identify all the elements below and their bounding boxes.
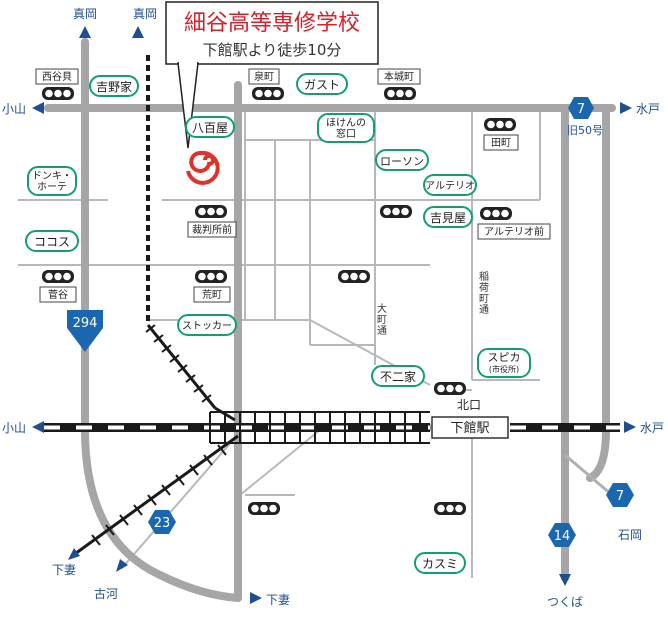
svg-text:ほけんの: ほけんの xyxy=(326,117,366,129)
landmark-cocos[interactable]: ココス xyxy=(25,230,79,252)
intersection-labels: 西谷貝 泉町 本城町 田町 裁判所前 アルテリオ前 菅谷 荒町 xyxy=(35,68,551,303)
route-7-caption: 旧50号 xyxy=(567,124,603,137)
intersection-nishiyakai: 西谷貝 xyxy=(42,71,72,83)
svg-text:23: 23 xyxy=(154,516,171,531)
svg-text:294: 294 xyxy=(73,316,98,331)
intersection-tamachi: 田町 xyxy=(491,138,511,149)
station-name: 下館駅 xyxy=(450,421,489,436)
landmark-lawson[interactable]: ローソン xyxy=(375,149,429,171)
route-294-sign: 294 xyxy=(67,310,103,352)
landmark-hokennomadoguchi[interactable]: ほけんの 窓口 xyxy=(317,113,375,143)
svg-text:町: 町 xyxy=(377,315,387,326)
svg-text:スピカ: スピカ xyxy=(488,351,521,364)
intersection-izumicho: 泉町 xyxy=(254,70,274,83)
svg-text:7: 7 xyxy=(577,102,585,117)
direction-labels: 真岡 真岡 小山 水戸 小山 水戸 下妻 古河 下妻 つくば 石岡 xyxy=(2,7,664,609)
landmark-spika[interactable]: スピカ (市役所) xyxy=(477,348,531,378)
landmark-yoshinoya[interactable]: 吉野家 xyxy=(89,75,139,97)
svg-text:窓口: 窓口 xyxy=(336,127,356,140)
intersection-sugaya: 菅谷 xyxy=(48,289,68,301)
label-mito-top: 水戸 xyxy=(636,102,660,116)
landmark-kasumi[interactable]: カスミ xyxy=(414,552,466,574)
svg-text:吉見屋: 吉見屋 xyxy=(430,211,466,225)
svg-text:7: 7 xyxy=(616,489,624,504)
title-box: 細谷高等専修学校 下館駅より徒歩10分 xyxy=(165,1,379,149)
svg-text:稲: 稲 xyxy=(479,271,489,283)
label-shimotsuma-road: 下妻 xyxy=(266,593,290,607)
svg-text:通: 通 xyxy=(377,325,387,337)
label-oyama-top: 小山 xyxy=(2,102,26,116)
svg-text:アルテリオ: アルテリオ xyxy=(425,180,475,192)
label-mooka-center: 真岡 xyxy=(133,7,157,21)
route-14-sign: 14 xyxy=(548,523,576,547)
landmark-arterio[interactable]: アルテリオ xyxy=(423,174,477,196)
svg-text:ローソン: ローソン xyxy=(380,155,424,168)
station-box[interactable] xyxy=(431,416,509,439)
label-mito-rail: 水戸 xyxy=(640,421,664,435)
svg-text:ドンキ・: ドンキ・ xyxy=(32,171,72,182)
svg-text:ココス: ココス xyxy=(34,235,70,249)
label-oyama-rail: 小山 xyxy=(2,421,26,435)
svg-text:14: 14 xyxy=(554,529,571,544)
label-shimotsuma-rail: 下妻 xyxy=(52,563,76,577)
label-ishioka: 石岡 xyxy=(618,528,642,542)
direction-arrows xyxy=(32,26,636,604)
mito-line-sw xyxy=(71,434,239,558)
intersection-aramachi: 荒町 xyxy=(202,289,222,301)
svg-text:荷: 荷 xyxy=(479,282,489,294)
svg-text:(市役所): (市役所) xyxy=(489,364,519,374)
svg-text:ホーテ: ホーテ xyxy=(37,181,67,193)
station-north-exit: 北口 xyxy=(457,398,481,412)
traffic-signals xyxy=(42,87,516,515)
svg-text:ストッカー: ストッカー xyxy=(182,320,232,332)
svg-text:町: 町 xyxy=(479,294,489,305)
school-access: 下館駅より徒歩10分 xyxy=(203,41,342,59)
landmark-fujiya[interactable]: 不二家 xyxy=(371,365,425,387)
svg-text:大: 大 xyxy=(377,302,387,315)
school-name: 細谷高等専修学校 xyxy=(184,11,360,36)
svg-text:不二家: 不二家 xyxy=(380,369,416,384)
street-inadacho-dori: 稲 荷 町 通 xyxy=(479,271,489,316)
label-mooka-left: 真岡 xyxy=(73,7,97,21)
svg-text:通: 通 xyxy=(479,304,489,316)
svg-text:カスミ: カスミ xyxy=(422,557,458,571)
rail-ties xyxy=(145,324,212,403)
route-23-sign: 23 xyxy=(148,510,176,534)
route-7-bottom-sign: 7 xyxy=(606,483,634,507)
landmarks: 吉野家 ガスト 八百屋 ほけんの 窓口 ローソン アルテリオ 吉見屋 xyxy=(25,73,531,574)
landmark-stocker[interactable]: ストッカー xyxy=(177,314,237,336)
street-omachi-dori: 大 町 通 xyxy=(377,302,387,337)
label-tsukuba: つくば xyxy=(547,595,583,609)
label-koga: 古河 xyxy=(94,586,118,601)
svg-text:吉野家: 吉野家 xyxy=(96,79,132,94)
landmark-kichimiya[interactable]: 吉見屋 xyxy=(423,206,473,228)
svg-text:ガスト: ガスト xyxy=(304,78,340,92)
intersection-honjocho: 本城町 xyxy=(384,70,414,83)
intersection-saibanshomae: 裁判所前 xyxy=(192,223,232,236)
landmark-gusto[interactable]: ガスト xyxy=(296,73,348,95)
route-7-top-sign: 7 旧50号 xyxy=(567,97,603,137)
mito-line xyxy=(43,411,620,444)
route-7-diagonal xyxy=(564,453,613,497)
intersection-arteriomae: アルテリオ前 xyxy=(484,225,544,238)
svg-text:八百屋: 八百屋 xyxy=(192,121,228,135)
landmark-donki[interactable]: ドンキ・ ホーテ xyxy=(27,166,77,196)
school-marker-icon[interactable] xyxy=(186,150,220,185)
landmark-hyakkuya[interactable]: 八百屋 xyxy=(185,116,235,138)
